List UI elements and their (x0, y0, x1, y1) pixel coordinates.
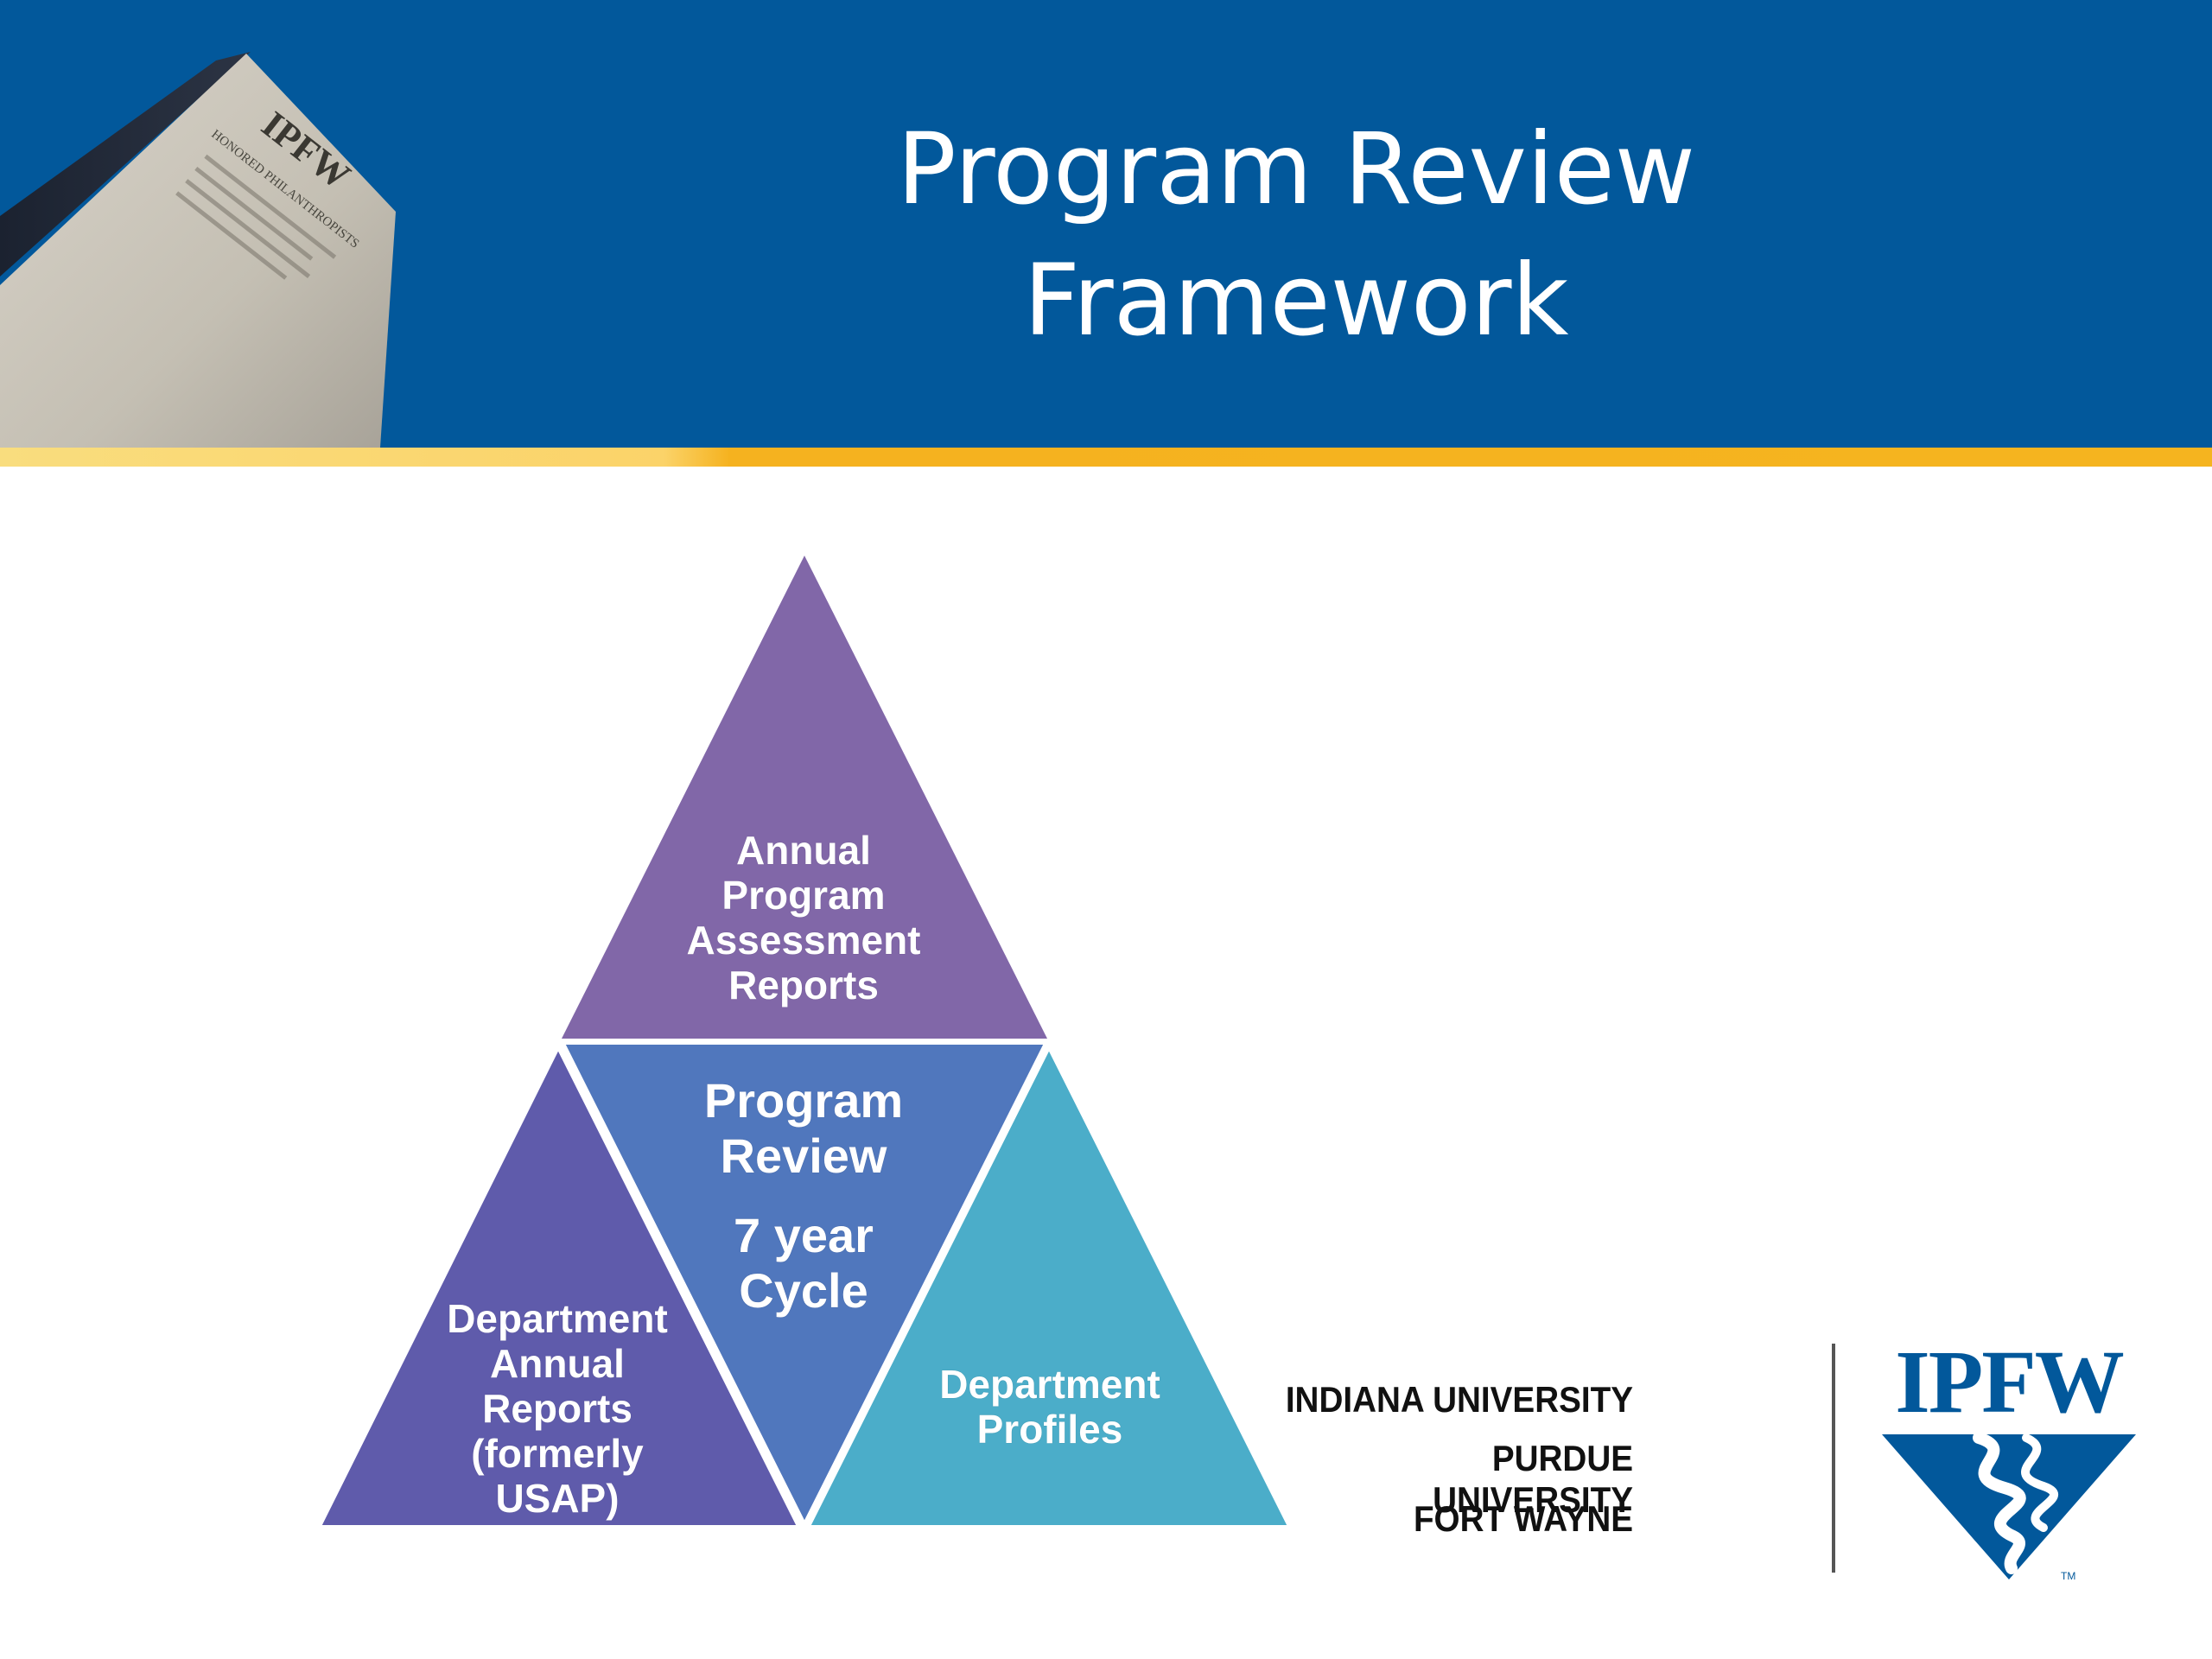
logo-river-triangle-icon: TM (1882, 1432, 2136, 1582)
logo-divider (1832, 1344, 1835, 1573)
logo-line-indiana: INDIANA UNIVERSITY (1285, 1379, 1633, 1420)
pyramid-top-label-line: Program (721, 873, 886, 918)
pyramid-right-triangle (803, 1039, 1295, 1530)
monument-image: IPFW HONORED PHILANTHROPISTS (0, 52, 396, 448)
pyramid-left-label-line: Annual (490, 1341, 625, 1386)
header-gold-stripe (0, 448, 2212, 467)
pyramid-center-label-line: Cycle (739, 1263, 868, 1318)
pyramid-center-label-line: 7 year (734, 1208, 874, 1262)
monument-engraving-line (204, 154, 337, 259)
pyramid-center-label-line: Program (703, 1073, 904, 1128)
logo-line-fortwayne: FORT WAYNE (1413, 1498, 1633, 1539)
pyramid-top-label-line: Annual (736, 828, 871, 873)
logo-river-wave (1973, 1432, 2026, 1574)
pyramid-center-label-spacer (665, 1184, 942, 1208)
pyramid-left-label-line: (formerly (471, 1431, 644, 1476)
pyramid-right-label-line: Profiles (976, 1407, 1123, 1452)
monument-stone-face (0, 54, 396, 448)
pyramid-right-label-line: Department (939, 1362, 1160, 1407)
pyramid-left-triangle (314, 1039, 804, 1530)
pyramid-top-label-line: Reports (728, 963, 879, 1007)
slide-title-line1: Program Review (897, 111, 1695, 226)
monument-shadow-face (0, 52, 251, 276)
pyramid-top-triangle (562, 556, 1047, 1039)
logo-river-wave (2021, 1433, 2058, 1532)
pyramid-diagram (314, 556, 1295, 1532)
pyramid-top-label-line: Assessment (686, 918, 921, 963)
pyramid-left-label-line: Department (447, 1296, 668, 1341)
ipfw-logo: INDIANA UNIVERSITY PURDUE UNIVERSITY FOR… (1286, 1331, 2143, 1590)
pyramid-right-label: Department Profiles (912, 1362, 1188, 1452)
logo-wordmark: IPFW (1895, 1332, 2125, 1432)
pyramid-left-label: Department Annual Reports (formerly USAP… (419, 1296, 696, 1521)
pyramid-left-label-line: USAP) (495, 1476, 620, 1521)
pyramid-left-label-line: Reports (482, 1386, 632, 1431)
pyramid-top-label: Annual Program Assessment Reports (665, 828, 942, 1007)
monument-photo: IPFW HONORED PHILANTHROPISTS (0, 0, 406, 448)
monument-engraving-line (185, 179, 311, 278)
monument-engraving-line (175, 191, 288, 280)
pyramid-center-triangle (557, 1039, 1052, 1532)
slide-title-line2: Framework (1023, 243, 1569, 358)
logo-line-purdue: PURDUE UNIVERSITY (1433, 1438, 1633, 1520)
logo-trademark: TM (2061, 1570, 2075, 1582)
monument-engraving-line (194, 166, 314, 261)
pyramid-center-label: Program Review 7 year Cycle (665, 1073, 942, 1319)
pyramid-center-label-line: Review (720, 1128, 887, 1183)
slide-title: Program Review Framework (864, 104, 1728, 366)
